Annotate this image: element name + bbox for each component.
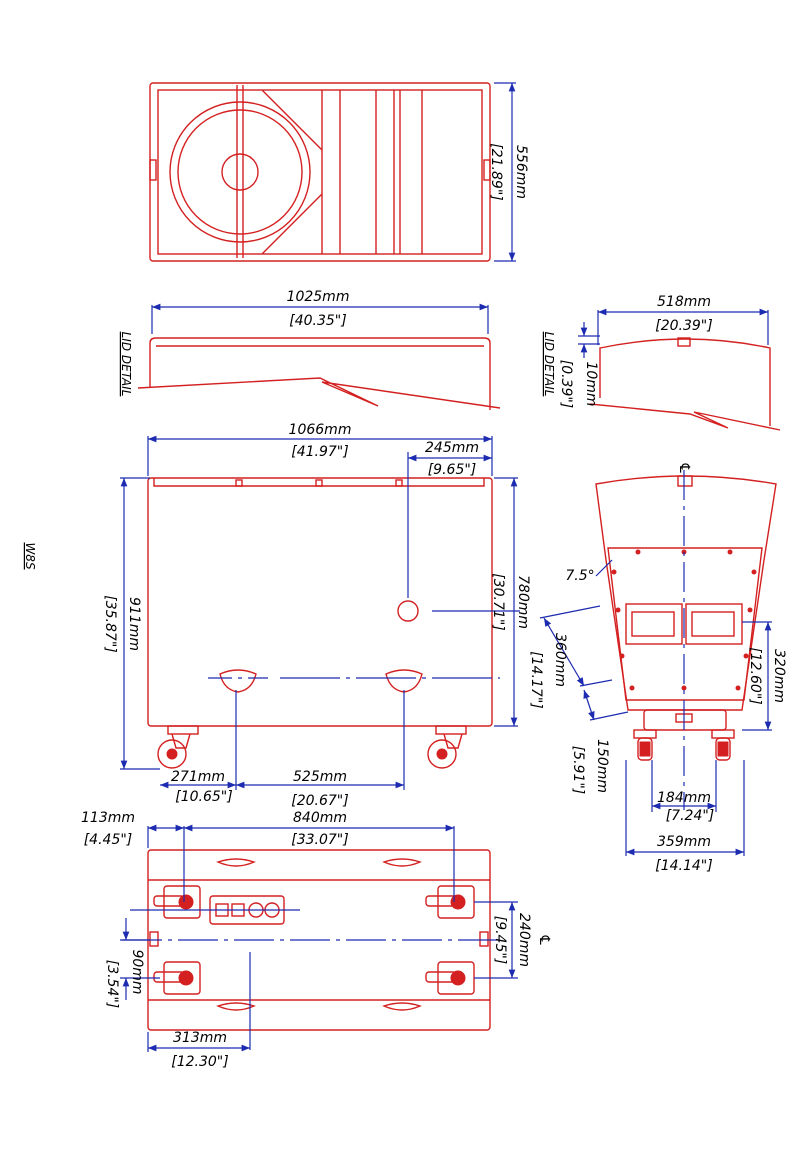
lid-detail-label-left: LID DETAIL [119,332,133,397]
dim-bottom-840-in: [33.07"] [291,832,348,848]
dim-handle-offset-mm: 245mm [425,440,479,456]
model-label: W8S [23,542,37,570]
bottom-caster-bl [153,961,201,995]
dim-bottom-313-in: [12.30"] [171,1054,228,1070]
dim-handle-offset-in: [9.65"] [428,462,477,478]
dim-side-184-mm: 184mm [657,790,711,806]
dim-front-width-in: [41.97"] [291,444,348,460]
dim-side-150-in: [5.91"] [570,746,586,795]
front-caster-right [427,725,467,769]
dim-caster-left-mm: 271mm [171,769,225,785]
dim-lid-thick-mm: 10mm [583,361,599,406]
dim-side-360-mm: 360mm [552,633,568,687]
dim-height-in: [35.87"] [102,595,118,652]
dim-side-359-in: [14.14"] [655,858,712,874]
front-caster-left [157,725,199,769]
dim-lid-side-width-mm: 518mm [657,294,711,310]
front-view: 1066mm [41.97"] 245mm [9.65"] 911mm [35.… [102,422,531,809]
bottom-caster-br [425,961,475,995]
dim-bottom-113-mm: 113mm [81,810,135,826]
side-view: ℄ 7.5° 360mm [14.17"] 150mm [5.91"] 320m… [528,462,787,874]
dim-front-width-mm: 1066mm [289,422,352,438]
dim-angle: 7.5° [565,568,594,584]
dim-side-184-in: [7.24"] [666,808,715,824]
dim-caster-left-in: [10.65"] [175,789,232,805]
dim-side-359-mm: 359mm [657,834,711,850]
dim-bottom-240-in: [9.45"] [492,916,508,965]
dim-lid-thick-in: [0.39"] [558,360,574,409]
bottom-caster-tr [425,885,475,919]
dim-body-height-in: [30.71"] [490,573,506,630]
dim-bottom-90-in: [3.54"] [104,960,120,1009]
side-caster-right [711,729,735,761]
dim-side-320-mm: 320mm [771,649,787,703]
bottom-view: 113mm [4.45"] 840mm [33.07"] 240mm [9.45… [81,810,552,1070]
dim-bottom-840-mm: 840mm [293,810,347,826]
lid-detail-label-right: LID DETAIL [542,332,556,397]
dim-top-depth-mm: 556mm [513,145,529,199]
top-view: 556mm [21.89"] [149,82,529,262]
dim-caster-span-mm: 525mm [293,769,347,785]
lid-side-view: 518mm [20.39"] 10mm [0.39"] LID DETAIL [542,294,781,431]
side-caster-left [633,729,657,761]
dim-lid-side-width-in: [20.39"] [655,318,712,334]
bottom-centerline-symbol: ℄ [536,934,552,947]
side-centerline-symbol: ℄ [676,462,692,475]
dim-lid-width-in: [40.35"] [289,313,346,329]
dim-side-360-in: [14.17"] [528,651,544,708]
dim-top-depth-in: [21.89"] [488,143,504,200]
dim-caster-span-in: [20.67"] [291,793,348,809]
dim-bottom-113-in: [4.45"] [84,832,133,848]
lid-front-view: 1025mm [40.35"] LID DETAIL [119,289,501,410]
bottom-caster-tl [153,885,201,919]
dim-side-320-in: [12.60"] [747,647,763,704]
dim-body-height-mm: 780mm [515,575,531,629]
dim-height-mm: 911mm [126,597,142,651]
dim-side-150-mm: 150mm [594,739,610,793]
dim-bottom-90-mm: 90mm [129,949,145,994]
dim-bottom-313-mm: 313mm [173,1030,227,1046]
dim-bottom-240-mm: 240mm [516,913,532,967]
dim-lid-width-mm: 1025mm [287,289,350,305]
